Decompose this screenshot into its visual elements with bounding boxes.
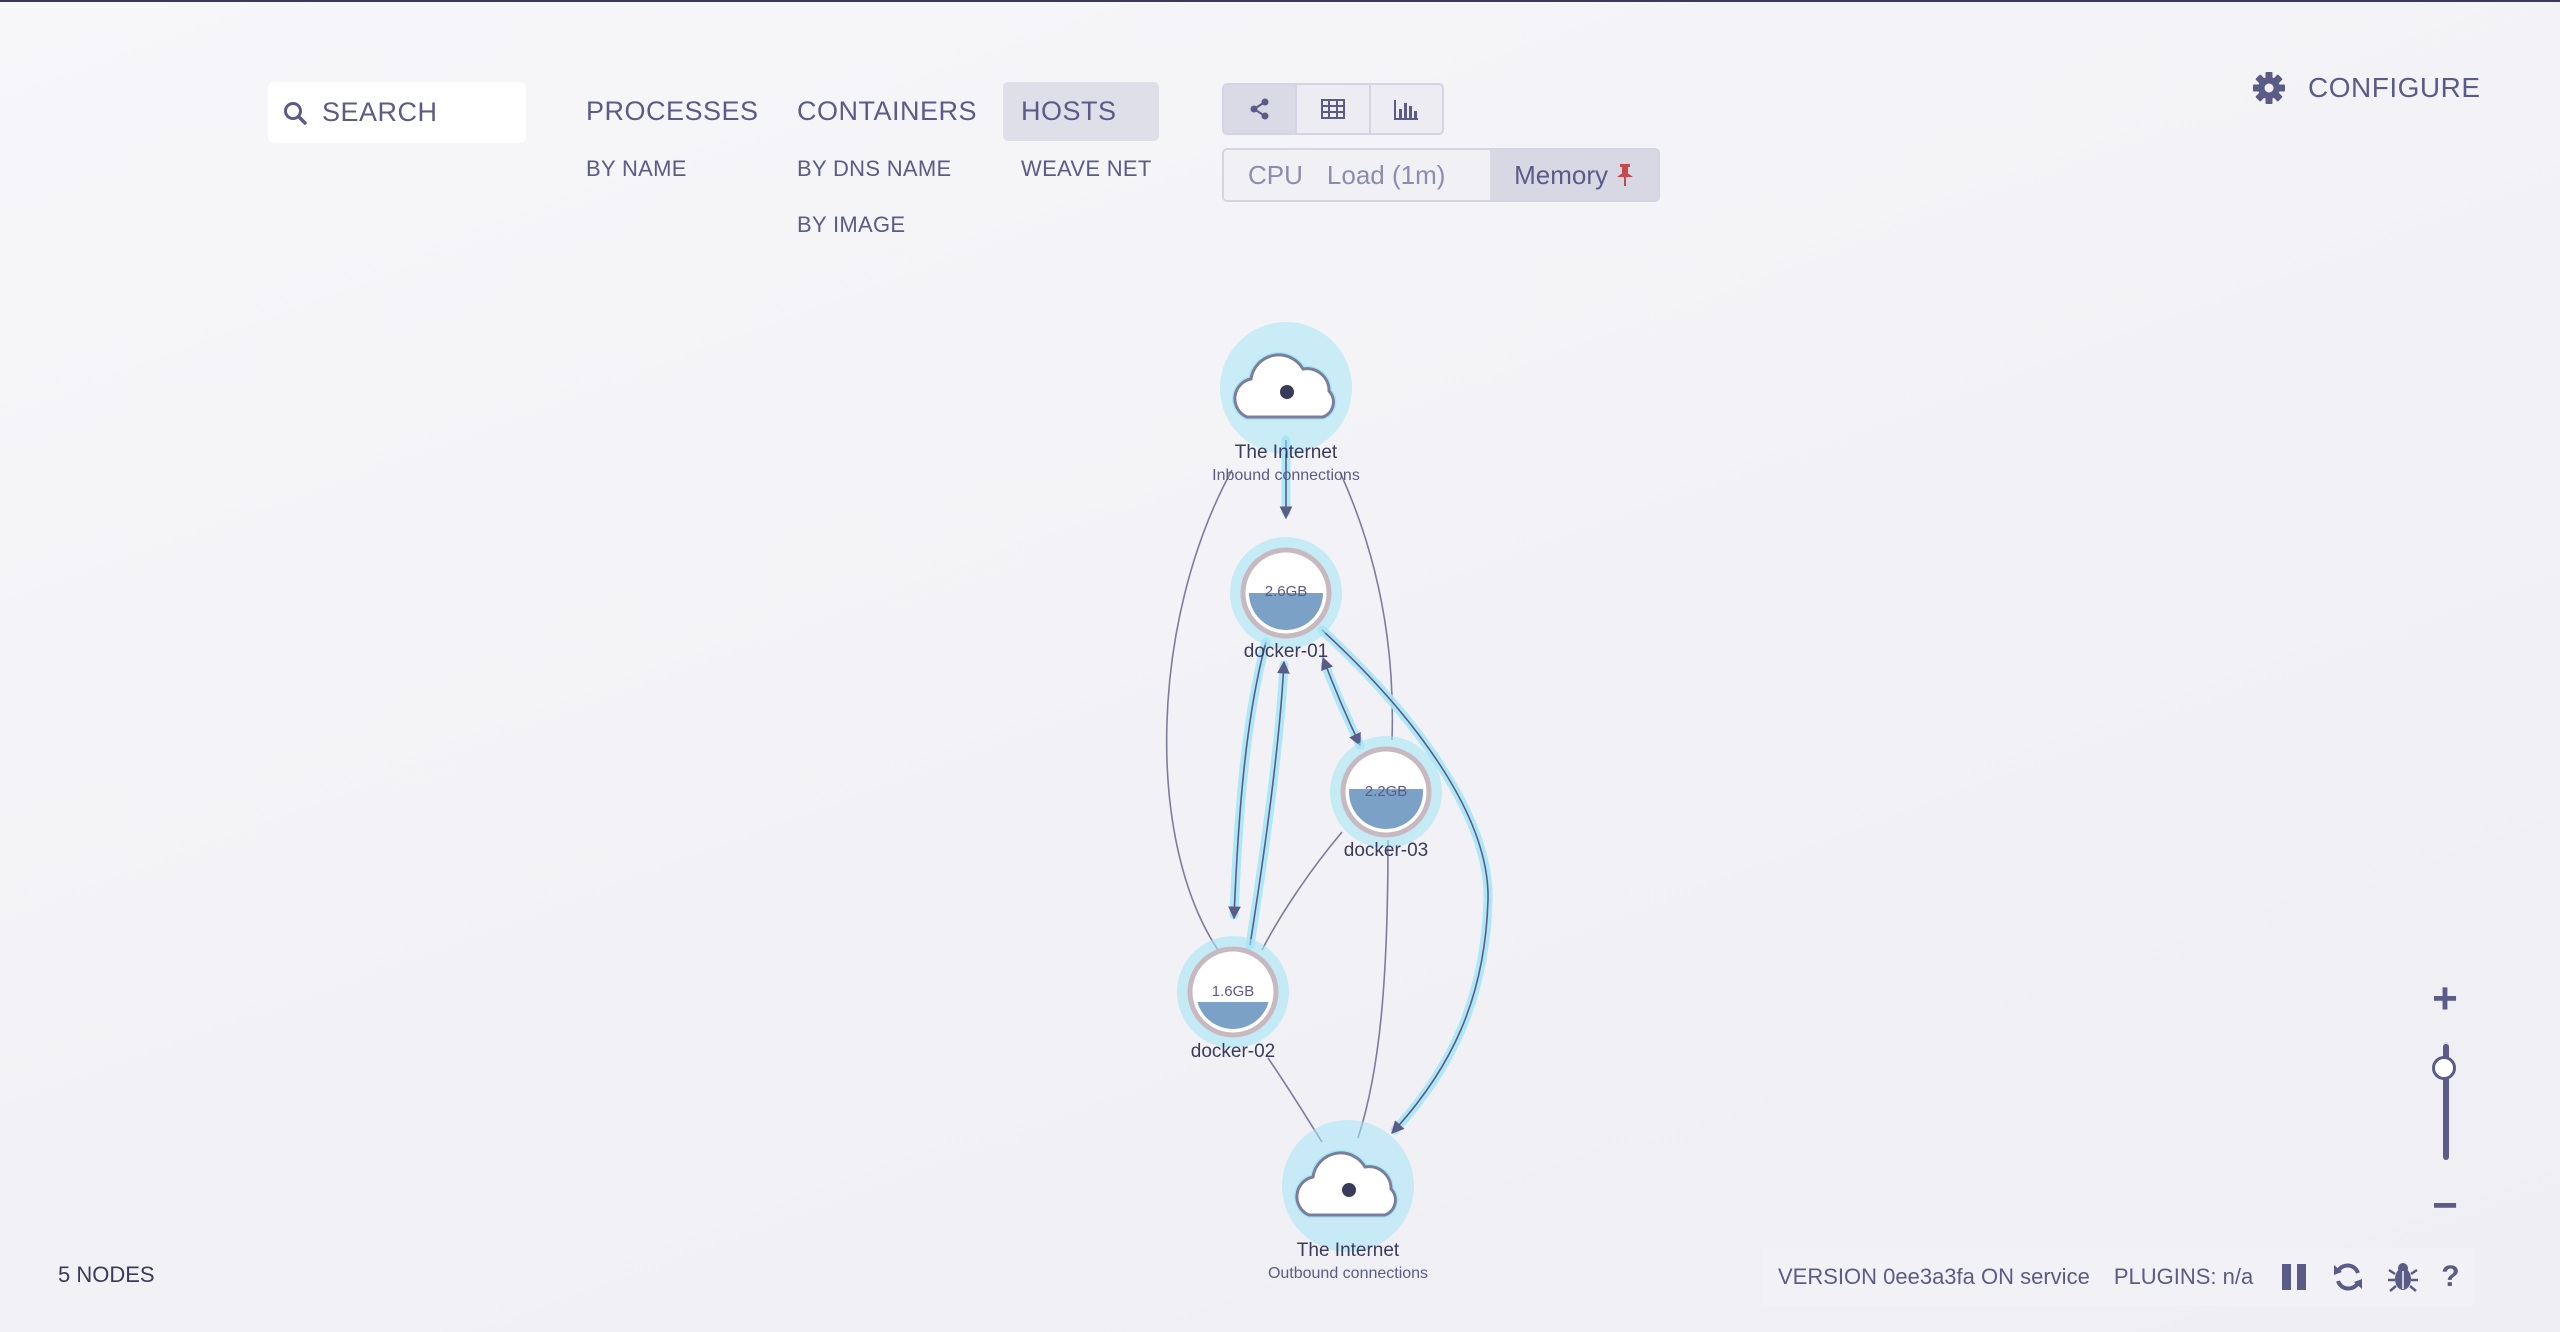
node-center-dot: [1280, 385, 1294, 399]
topology-containers: CONTAINERS BY DNS NAME BY IMAGE: [779, 82, 995, 253]
topology-containers-by-dns-name[interactable]: BY DNS NAME: [797, 156, 952, 181]
node-label: The Internet: [1235, 442, 1338, 463]
footer-bar: VERSION 0ee3a3fa ON service PLUGINS: n/a: [1762, 1248, 2474, 1306]
metric-memory[interactable]: Memory: [1490, 150, 1658, 200]
search-box[interactable]: [268, 82, 526, 143]
node-count: 5 NODES: [58, 1262, 155, 1287]
edge-docker-03-docker-02[interactable]: [1261, 831, 1343, 951]
pause-button[interactable]: [2279, 1262, 2309, 1292]
edge-docker-03-internet-out[interactable]: [1357, 839, 1389, 1139]
node-metric: 2.6GB: [1265, 583, 1308, 600]
edge-docker-02-internet-out[interactable]: [1267, 1057, 1323, 1143]
metric-selector: CPU Load (1m) Memory: [1222, 148, 1660, 202]
edge-docker-01-docker-02[interactable]: [1228, 641, 1267, 920]
pin-icon[interactable]: [1616, 163, 1634, 187]
zoom-track[interactable]: [2443, 1044, 2449, 1160]
edge-docker-01-internet-out[interactable]: [1321, 629, 1489, 1134]
metric-cpu[interactable]: CPU: [1248, 159, 1303, 190]
refresh-icon: [2334, 1263, 2363, 1291]
search-input[interactable]: [320, 96, 524, 129]
graph-view-button[interactable]: [1224, 85, 1298, 133]
configure-button[interactable]: CONFIGURE: [2252, 66, 2481, 110]
edge-internet-in-docker-02[interactable]: [1165, 469, 1233, 951]
node-label: docker-01: [1244, 641, 1329, 662]
topology-processes-button[interactable]: PROCESSES: [586, 96, 759, 126]
zoom-slider-handle[interactable]: [2432, 1056, 2456, 1080]
resources-view-button[interactable]: [1371, 85, 1442, 133]
node-center-dot: [1342, 1183, 1356, 1197]
node-metric: 2.2GB: [1365, 783, 1408, 800]
zoom-out-button[interactable]: −: [2432, 1181, 2458, 1230]
edge-docker-03-docker-01[interactable]: [1321, 656, 1361, 747]
node-label: The Internet: [1297, 1240, 1400, 1261]
graph-icon: [1250, 98, 1269, 120]
help-button[interactable]: ?: [2441, 1260, 2459, 1294]
topology-hosts-button[interactable]: HOSTS: [1003, 82, 1159, 141]
view-mode-selector: [1222, 83, 1444, 135]
version-info: VERSION 0ee3a3fa ON service: [1778, 1264, 2090, 1289]
directed-edges: [1228, 440, 1489, 1134]
metric-memory-label: Memory: [1514, 159, 1608, 190]
table-icon: [1320, 99, 1345, 119]
node-label: docker-03: [1344, 840, 1429, 861]
edge-docker-02-docker-01[interactable]: [1249, 660, 1290, 946]
debug-button[interactable]: [2387, 1261, 2419, 1293]
pause-icon: [2282, 1264, 2307, 1290]
zoom-control: + −: [2418, 972, 2472, 1228]
node-label: docker-02: [1191, 1041, 1276, 1062]
zoom-in-button[interactable]: +: [2432, 974, 2458, 1023]
topology-hosts: HOSTS WEAVE NET: [1003, 82, 1170, 197]
node-metric: 1.6GB: [1212, 983, 1255, 1000]
bug-icon: [2388, 1263, 2419, 1292]
node-internet-inbound[interactable]: The Internet Inbound connections: [1212, 322, 1360, 484]
top-border: [0, 0, 2560, 2]
help-icon: ?: [2441, 1260, 2460, 1293]
node-docker-01[interactable]: 2.6GB docker-01: [1230, 537, 1342, 662]
topology-processes-by-name[interactable]: BY NAME: [586, 156, 687, 181]
node-internet-outbound[interactable]: The Internet Outbound connections: [1268, 1120, 1428, 1282]
node-sublabel: Inbound connections: [1212, 467, 1360, 484]
table-view-button[interactable]: [1297, 85, 1371, 133]
topology-processes: PROCESSES BY NAME: [568, 82, 777, 197]
configure-label: CONFIGURE: [2308, 72, 2481, 103]
node-sublabel: Outbound connections: [1268, 1265, 1428, 1282]
resources-icon: [1394, 100, 1419, 120]
search-icon: [284, 101, 307, 125]
metric-load[interactable]: Load (1m): [1326, 159, 1446, 190]
plugins-info: PLUGINS: n/a: [2113, 1264, 2254, 1289]
topology-containers-button[interactable]: CONTAINERS: [797, 96, 978, 126]
topology-containers-by-image[interactable]: BY IMAGE: [797, 212, 906, 237]
gear-icon: [2253, 72, 2285, 104]
topology-hosts-weave-net[interactable]: WEAVE NET: [1021, 156, 1152, 181]
node-docker-02[interactable]: 1.6GB docker-02: [1177, 936, 1289, 1062]
node-docker-03[interactable]: 2.2GB docker-03: [1330, 736, 1442, 861]
refresh-button[interactable]: [2331, 1261, 2365, 1293]
